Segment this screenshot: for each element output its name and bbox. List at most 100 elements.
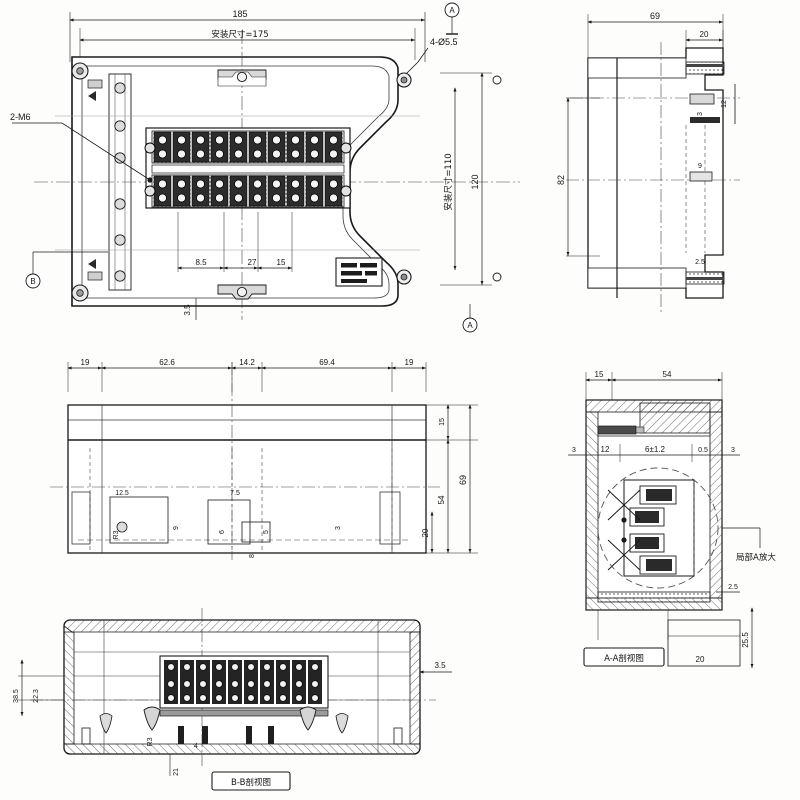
side-flange-bottom	[587, 267, 687, 289]
dim-front-20: 20	[421, 528, 430, 537]
section-wall-right	[709, 411, 723, 599]
dim-overall-height: 120 安装尺寸=110	[440, 72, 492, 286]
nameplate-label	[335, 257, 383, 287]
rail-clip-bottom	[87, 271, 103, 281]
section-b-letter: B	[30, 277, 35, 286]
callout-4-d55: 4-Ø5.5	[405, 37, 458, 75]
terminal-poles-lower	[153, 175, 343, 207]
top-view: 185 安装尺寸=175	[10, 2, 520, 333]
dim-side-3: 3	[697, 112, 704, 116]
ref-hole-right-top	[492, 75, 502, 85]
bb-terminal-strip	[159, 655, 329, 717]
dim-120-label: 120	[470, 174, 480, 189]
dim-bb-r3: R3	[147, 737, 154, 746]
dim-sec-top: 15 54	[585, 370, 723, 400]
terminal-poles-upper	[153, 131, 343, 163]
bb-wall-top	[63, 619, 421, 633]
terminal-end-screw-tr	[340, 142, 352, 154]
dim-sec-612: 6±1.2	[645, 445, 666, 454]
label-2m6: 2-M6	[10, 112, 31, 122]
front-lower-details: 12.5 7.5 R3 9 6 5 8 3	[71, 490, 401, 558]
section-bolt-detail	[597, 425, 710, 437]
dim-15-label: 15	[277, 258, 286, 267]
dim-626: 62.6	[159, 358, 175, 367]
dim-75-label: 7.5	[230, 490, 240, 497]
dim-19-right: 19	[405, 358, 414, 367]
dim-bottom-group: 8.5 27 15 3.5	[177, 212, 293, 320]
dim-side-height: 82	[556, 97, 600, 257]
section-a-top-letter: A	[449, 6, 455, 15]
section-bb-caption: B-B剖视图	[211, 771, 291, 791]
rail-clip-top	[87, 79, 103, 89]
rail-detent-5	[114, 234, 126, 246]
section-bottom-plate: 2.5 20 25.5	[597, 584, 754, 668]
corner-mounting-bosses	[71, 62, 502, 302]
dim-sec-54: 54	[663, 370, 672, 379]
section-detail-circle: 局部A放大	[597, 467, 776, 589]
dim-side-25: 2.5	[695, 259, 705, 266]
dim-sec-12: 12	[601, 445, 610, 454]
dim-r3-label: R3	[113, 530, 120, 539]
rail-detent-2	[114, 120, 126, 132]
bb-wall-bottom	[63, 743, 421, 755]
dim-142: 14.2	[239, 358, 255, 367]
terminal-center-gap	[151, 164, 345, 174]
hole-bottom-left	[76, 289, 84, 297]
dim-front-right-group: 15 69 54 20	[421, 404, 478, 554]
dim-82-label: 82	[556, 175, 566, 185]
dim-27-label: 27	[248, 258, 257, 267]
dim-85-label: 8.5	[195, 258, 207, 267]
side-small-features: 12 3 9 2.5	[689, 84, 736, 266]
bb-wall-right	[409, 631, 421, 745]
dim-bb-35: 3.5	[434, 661, 446, 670]
section-aa-caption-text: A-A剖视图	[604, 653, 644, 664]
detail-a-label: 局部A放大	[736, 552, 776, 563]
dim-bb-223: 22.3	[33, 689, 40, 703]
dim-20-label: 20	[700, 30, 709, 39]
bb-standoff-left	[143, 706, 161, 731]
rail-arrow-bottom	[88, 259, 96, 269]
dim-8-label: 8	[249, 554, 256, 558]
dim-front-69: 69	[458, 475, 468, 485]
section-a-bottom-letter: A	[467, 321, 473, 330]
section-aa-caption: A-A剖视图	[583, 647, 665, 667]
terminal-strip	[144, 127, 352, 209]
section-bb-caption-text: B-B剖视图	[231, 777, 271, 788]
dim-5-label: 5	[263, 530, 270, 534]
dim-69-label: 69	[650, 11, 660, 21]
bb-terminal-base-rail	[159, 709, 329, 717]
section-mark-a-top: A	[444, 2, 460, 35]
right-side-view: 69 20	[556, 11, 740, 312]
section-mark-b-left: B	[25, 251, 108, 289]
saddle-brackets	[217, 69, 267, 300]
dim-bb-4: 4	[194, 743, 198, 750]
rail-detent-1	[114, 82, 126, 94]
dim-side-12: 12	[721, 100, 728, 108]
dim-sec-chain: 3 12 6±1.2 0.5 3	[568, 444, 740, 462]
side-thread-detail-top	[685, 61, 725, 75]
dim-3-label: 3	[335, 526, 342, 530]
side-thread-detail-bottom	[685, 271, 725, 285]
dim-sec-3-right: 3	[731, 447, 735, 454]
dim-bb-385: 38.5	[13, 689, 20, 703]
terminal-end-screw-bl	[144, 185, 156, 197]
dim-694: 69.4	[319, 358, 335, 367]
bb-standoffs	[81, 706, 403, 745]
dim-side-9: 9	[698, 163, 702, 170]
bb-dims: 38.5 22.3 3.5 R3 21 4	[13, 659, 452, 776]
dim-sec-05: 0.5	[698, 447, 708, 454]
terminal-end-screw-tl	[144, 142, 156, 154]
enclosure-inner-flange	[81, 65, 390, 299]
dim-front-15: 15	[439, 418, 446, 426]
front-body-outline	[67, 404, 427, 554]
dim-35-label: 3.5	[183, 304, 192, 316]
rail-detent-6	[114, 270, 126, 282]
dim-sec-25: 2.5	[728, 584, 738, 591]
bb-standoff-right	[299, 706, 317, 731]
section-aa-view: 15 54 3 12 6±1.2 0.5 3	[568, 370, 776, 668]
left-mounting-rail	[87, 73, 132, 291]
dim-front-54: 54	[437, 495, 446, 504]
dim-bb-21: 21	[173, 768, 180, 776]
bb-standoff-far-left	[99, 713, 113, 734]
